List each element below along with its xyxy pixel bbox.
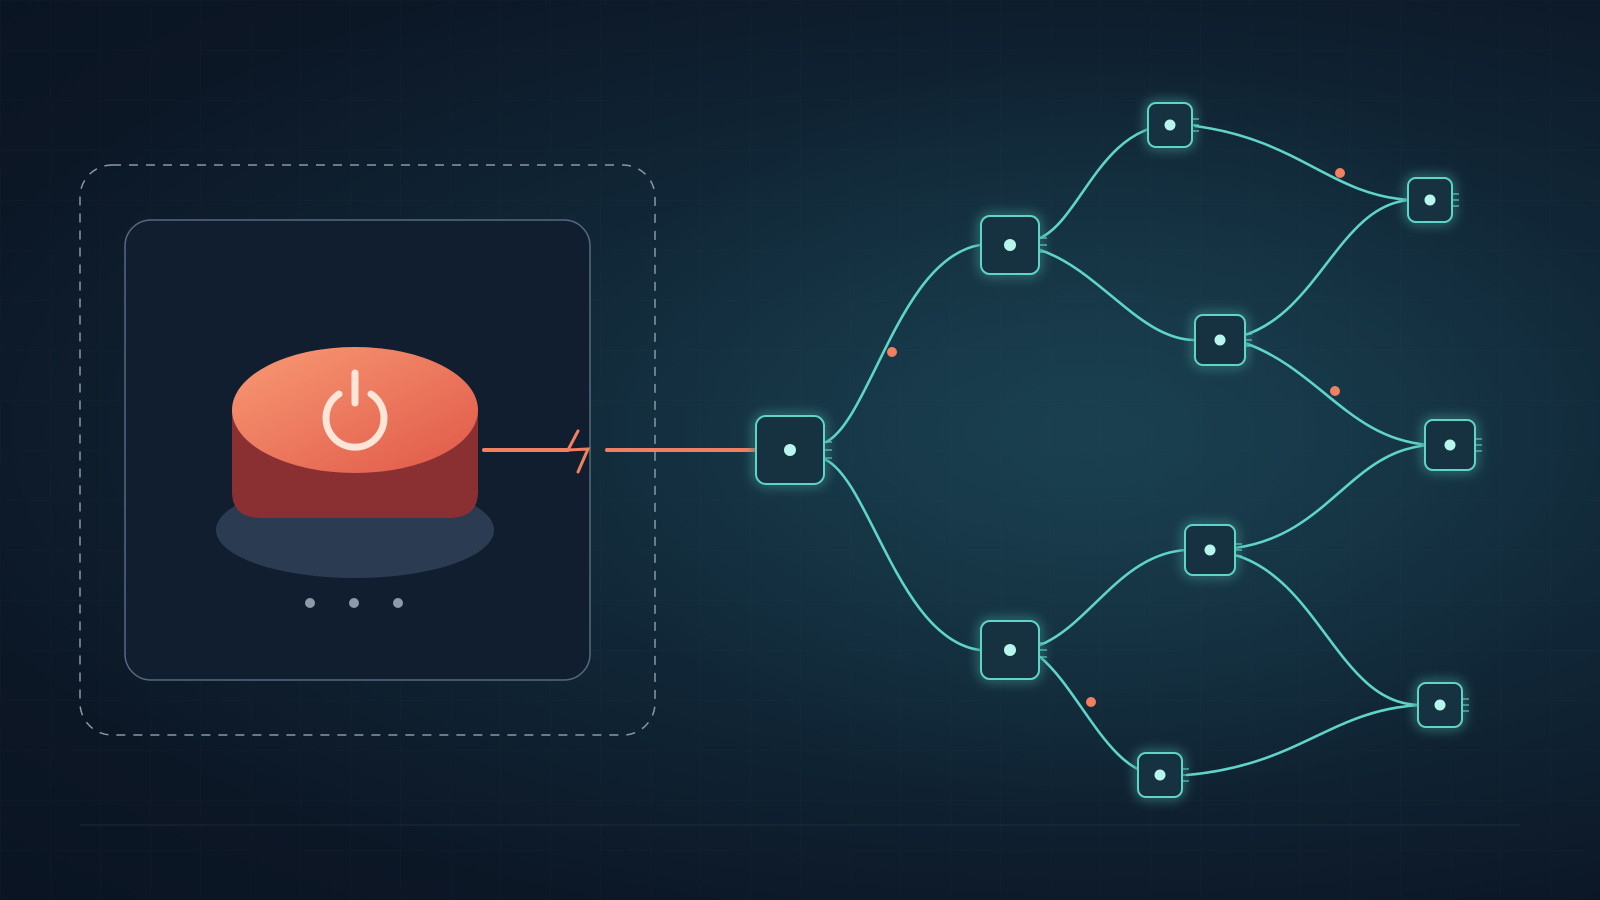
link-lower-hub-lower-mid — [1038, 548, 1187, 647]
indicator-dots — [305, 598, 403, 608]
node-leaf-1[interactable] — [1407, 177, 1459, 223]
node-upper-hub[interactable] — [980, 215, 1047, 275]
indicator-dot — [349, 598, 359, 608]
node-lower-mid[interactable] — [1184, 524, 1242, 576]
broken-link-icon — [565, 429, 591, 474]
node-lower-hub[interactable] — [980, 620, 1047, 680]
node-leaf-3[interactable] — [1417, 682, 1469, 728]
link-lower-mid-leaf-3 — [1233, 553, 1422, 707]
link-upper-hub-upper-top — [1038, 123, 1170, 240]
link-lower-bottom-leaf-3 — [1185, 703, 1422, 777]
dashed-boundary — [79, 164, 656, 736]
power-button[interactable] — [216, 347, 494, 578]
node-upper-top[interactable] — [1147, 102, 1199, 148]
node-root[interactable] — [755, 415, 832, 485]
link-upper-mid-leaf-2 — [1243, 341, 1432, 447]
indicator-dot — [393, 598, 403, 608]
link-upper-mid-leaf-1 — [1243, 198, 1412, 337]
node-upper-mid[interactable] — [1194, 314, 1252, 366]
link-upper-top-leaf-1 — [1193, 124, 1412, 202]
signal-dot — [1086, 697, 1096, 707]
broken-connection — [482, 429, 757, 474]
signal-dots — [887, 168, 1345, 707]
node-leaf-2[interactable] — [1424, 419, 1482, 471]
tree-links — [824, 123, 1432, 777]
link-root-lower-hub — [824, 458, 982, 652]
link-lower-mid-leaf-2 — [1233, 443, 1432, 550]
node-lower-bottom[interactable] — [1137, 752, 1189, 798]
signal-dot — [1335, 168, 1345, 178]
tree-nodes — [755, 102, 1482, 798]
signal-dot — [887, 347, 897, 357]
signal-dot — [1330, 386, 1340, 396]
button-top — [232, 347, 478, 473]
indicator-dot — [305, 598, 315, 608]
link-upper-hub-upper-mid — [1038, 248, 1197, 342]
power-icon — [322, 369, 388, 451]
link-root-upper-hub — [824, 243, 982, 444]
